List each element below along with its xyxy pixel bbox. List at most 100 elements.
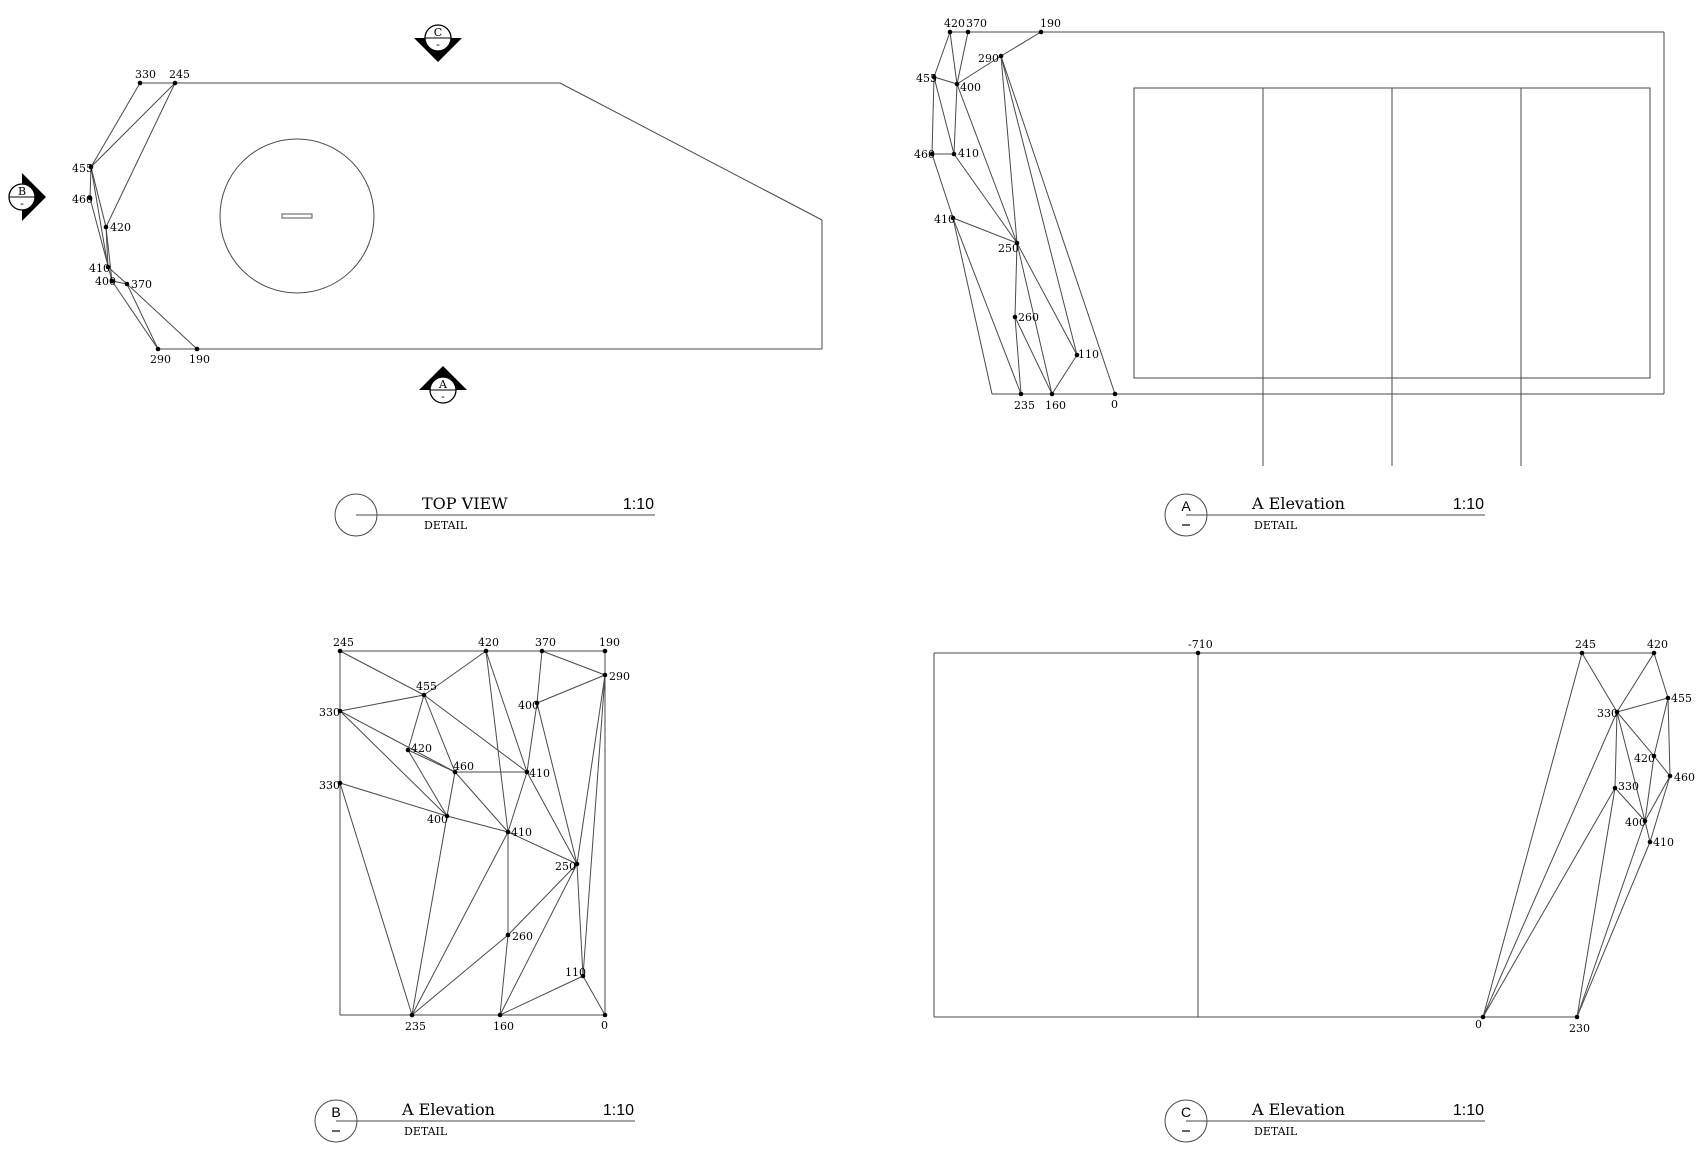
edge-line bbox=[499, 863, 578, 1016]
height-label: 160 bbox=[493, 1020, 514, 1033]
section-sheet-ref: - bbox=[441, 390, 445, 403]
vertex-point bbox=[951, 151, 957, 157]
vertex-point bbox=[172, 80, 178, 86]
edge-line bbox=[407, 749, 448, 817]
edge-line bbox=[953, 83, 958, 155]
edge-line bbox=[1014, 242, 1018, 318]
vertex-point bbox=[931, 74, 937, 80]
edge-line bbox=[1482, 652, 1583, 1018]
edge-line bbox=[933, 31, 951, 78]
height-label: 455 bbox=[416, 680, 437, 693]
edge-line bbox=[1016, 242, 1053, 395]
height-label: 400 bbox=[518, 699, 539, 712]
height-label: 410 bbox=[89, 262, 110, 275]
height-label: 235 bbox=[1014, 399, 1035, 412]
height-label: 420 bbox=[411, 742, 432, 755]
height-label: 0 bbox=[601, 1019, 608, 1032]
view-title: TOP VIEW bbox=[422, 494, 508, 513]
vertex-point bbox=[109, 278, 115, 284]
height-label: 400 bbox=[960, 81, 981, 94]
edge-line bbox=[339, 782, 413, 1016]
vertex-point bbox=[1579, 650, 1585, 656]
vertex-point bbox=[194, 346, 200, 352]
edge-line bbox=[126, 283, 159, 350]
section-letter: A bbox=[438, 378, 448, 391]
edge-line bbox=[90, 166, 107, 228]
edge-line bbox=[952, 217, 1022, 395]
height-label: 420 bbox=[944, 17, 965, 30]
vertex-point bbox=[574, 861, 580, 867]
edge-line bbox=[1000, 55, 1078, 356]
vertex-point bbox=[580, 973, 586, 979]
height-label: 400 bbox=[95, 275, 116, 288]
edge-line bbox=[1616, 711, 1655, 757]
view-title: A Elevation bbox=[1251, 494, 1345, 513]
height-label: 250 bbox=[555, 860, 576, 873]
height-label: 330 bbox=[1618, 780, 1639, 793]
edge-line bbox=[1616, 652, 1655, 713]
height-label: 235 bbox=[405, 1020, 426, 1033]
edge-line bbox=[89, 166, 92, 199]
vertex-point bbox=[505, 829, 511, 835]
edge-line bbox=[1482, 787, 1616, 1018]
vertex-point bbox=[1665, 695, 1671, 701]
height-label: 190 bbox=[1040, 17, 1061, 30]
edge-line bbox=[931, 76, 935, 155]
vertex-point bbox=[1038, 29, 1044, 35]
height-label: 460 bbox=[914, 148, 935, 161]
height-label: 460 bbox=[1674, 771, 1695, 784]
vertex-point bbox=[1651, 753, 1657, 759]
vertex-point bbox=[929, 151, 935, 157]
edge-line bbox=[1581, 652, 1618, 713]
vertex-point bbox=[534, 700, 540, 706]
vertex-point bbox=[337, 708, 343, 714]
height-label: 460 bbox=[72, 193, 93, 206]
height-label: 400 bbox=[427, 813, 448, 826]
height-label: 190 bbox=[189, 353, 210, 366]
vertex-point bbox=[88, 164, 94, 170]
vertex-point bbox=[497, 1012, 503, 1018]
height-label: 400 bbox=[1625, 816, 1646, 829]
edge-line bbox=[541, 650, 606, 676]
vertex-point bbox=[1074, 352, 1080, 358]
edge-line bbox=[1576, 820, 1646, 1018]
vertex-point bbox=[405, 747, 411, 753]
vertex-point bbox=[1480, 1014, 1486, 1020]
height-label: 370 bbox=[966, 17, 987, 30]
edge-line bbox=[507, 771, 528, 833]
section-marker-c: C- bbox=[414, 24, 462, 62]
height-label: 370 bbox=[535, 636, 556, 649]
edge-line bbox=[446, 815, 509, 833]
height-label: 410 bbox=[529, 767, 550, 780]
edge-line bbox=[485, 650, 528, 773]
edge-line bbox=[1576, 841, 1651, 1018]
edge-line bbox=[526, 702, 538, 773]
vertex-point bbox=[539, 648, 545, 654]
edge-line bbox=[1616, 711, 1646, 822]
height-label: 370 bbox=[131, 278, 152, 291]
vertex-point bbox=[524, 769, 530, 775]
edge-line bbox=[407, 694, 425, 751]
vertex-point bbox=[105, 264, 111, 270]
round-opening bbox=[219, 138, 375, 294]
edge-line bbox=[411, 831, 509, 1016]
view-title: A Elevation bbox=[1251, 1100, 1345, 1119]
height-label: 455 bbox=[72, 162, 93, 175]
height-label: 245 bbox=[1575, 638, 1596, 651]
edges bbox=[931, 31, 1665, 395]
edge-line bbox=[446, 771, 456, 817]
view-scale: 1:10 bbox=[603, 1102, 634, 1119]
vertex-point bbox=[103, 224, 109, 230]
edge-line bbox=[407, 749, 456, 773]
edge-line bbox=[536, 702, 578, 865]
section-letter: C bbox=[434, 26, 442, 39]
edge-line bbox=[411, 934, 509, 1016]
edge-line bbox=[1482, 711, 1618, 1018]
height-label: 420 bbox=[1647, 638, 1668, 651]
edge-line bbox=[454, 771, 509, 833]
